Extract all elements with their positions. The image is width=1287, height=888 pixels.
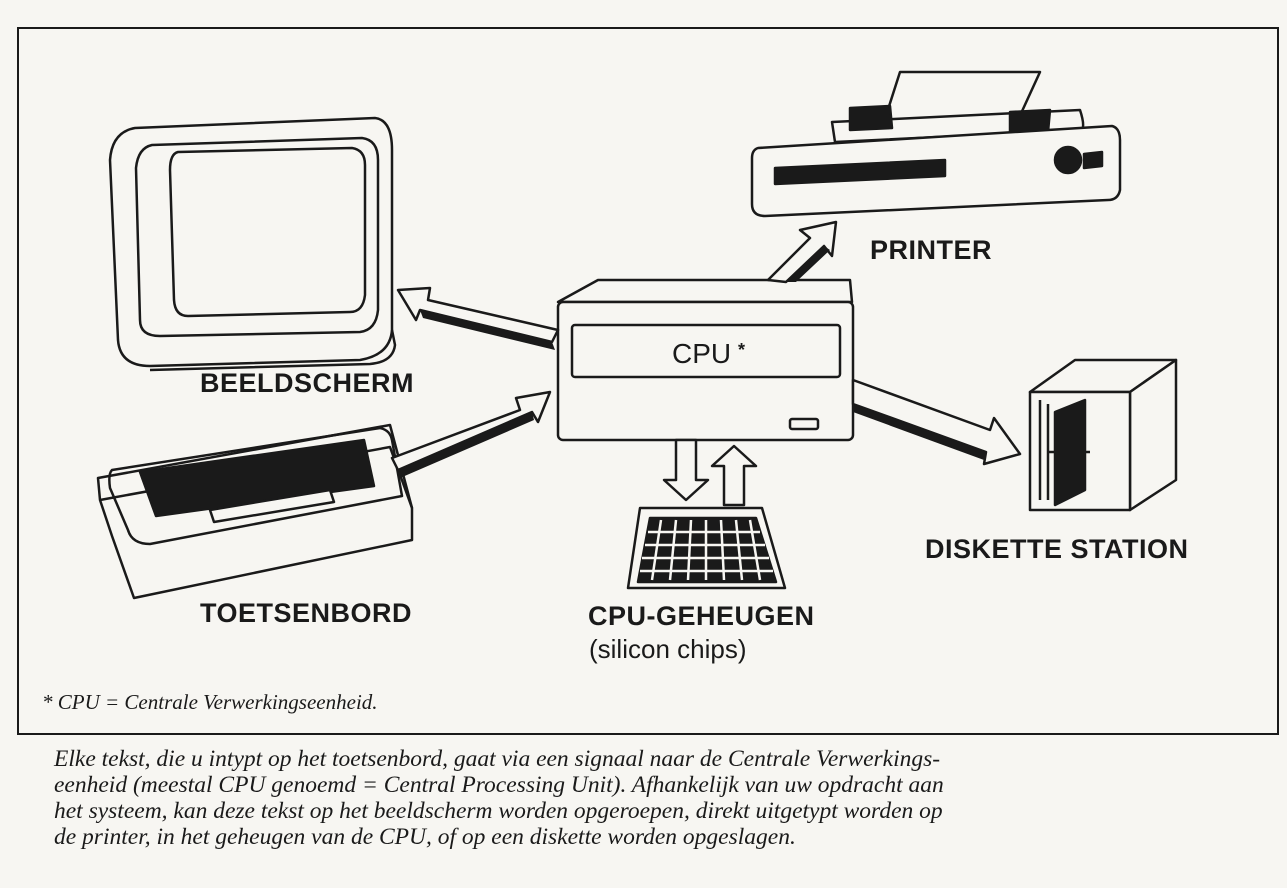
memory-sublabel: (silicon chips)	[589, 634, 747, 664]
keyboard-label: TOETSENBORD	[200, 598, 413, 628]
printer-label: PRINTER	[870, 235, 993, 265]
caption-line: Elke tekst, die u intypt op het toetsenb…	[54, 746, 941, 772]
disk-drive-illustration	[1028, 358, 1178, 512]
monitor-illustration	[108, 116, 397, 372]
memory-label: CPU-GEHEUGEN	[588, 601, 815, 631]
cpu-label: CPU	[672, 338, 732, 369]
monitor-label: BEELDSCHERM	[200, 368, 415, 398]
caption-line: de printer, in het geheugen van de CPU, …	[54, 824, 796, 850]
keyboard-illustration	[96, 423, 414, 600]
cpu-box-illustration	[556, 278, 855, 442]
footnote: * CPU = Centrale Verwerkingseenheid.	[42, 690, 378, 714]
printer-illustration	[750, 70, 1122, 218]
disk-drive-label: DISKETTE STATION	[925, 534, 1189, 564]
caption-line: het systeem, kan deze tekst op het beeld…	[54, 798, 943, 824]
cpu-footnote-marker: *	[738, 340, 746, 360]
caption: Elke tekst, die u intypt op het toetsenb…	[54, 746, 1264, 850]
data-flow-arrows	[390, 220, 1022, 507]
diagram-frame	[17, 27, 1279, 735]
caption-line: eenheid (meestal CPU genoemd = Central P…	[54, 772, 944, 798]
memory-chips-illustration	[626, 506, 787, 590]
